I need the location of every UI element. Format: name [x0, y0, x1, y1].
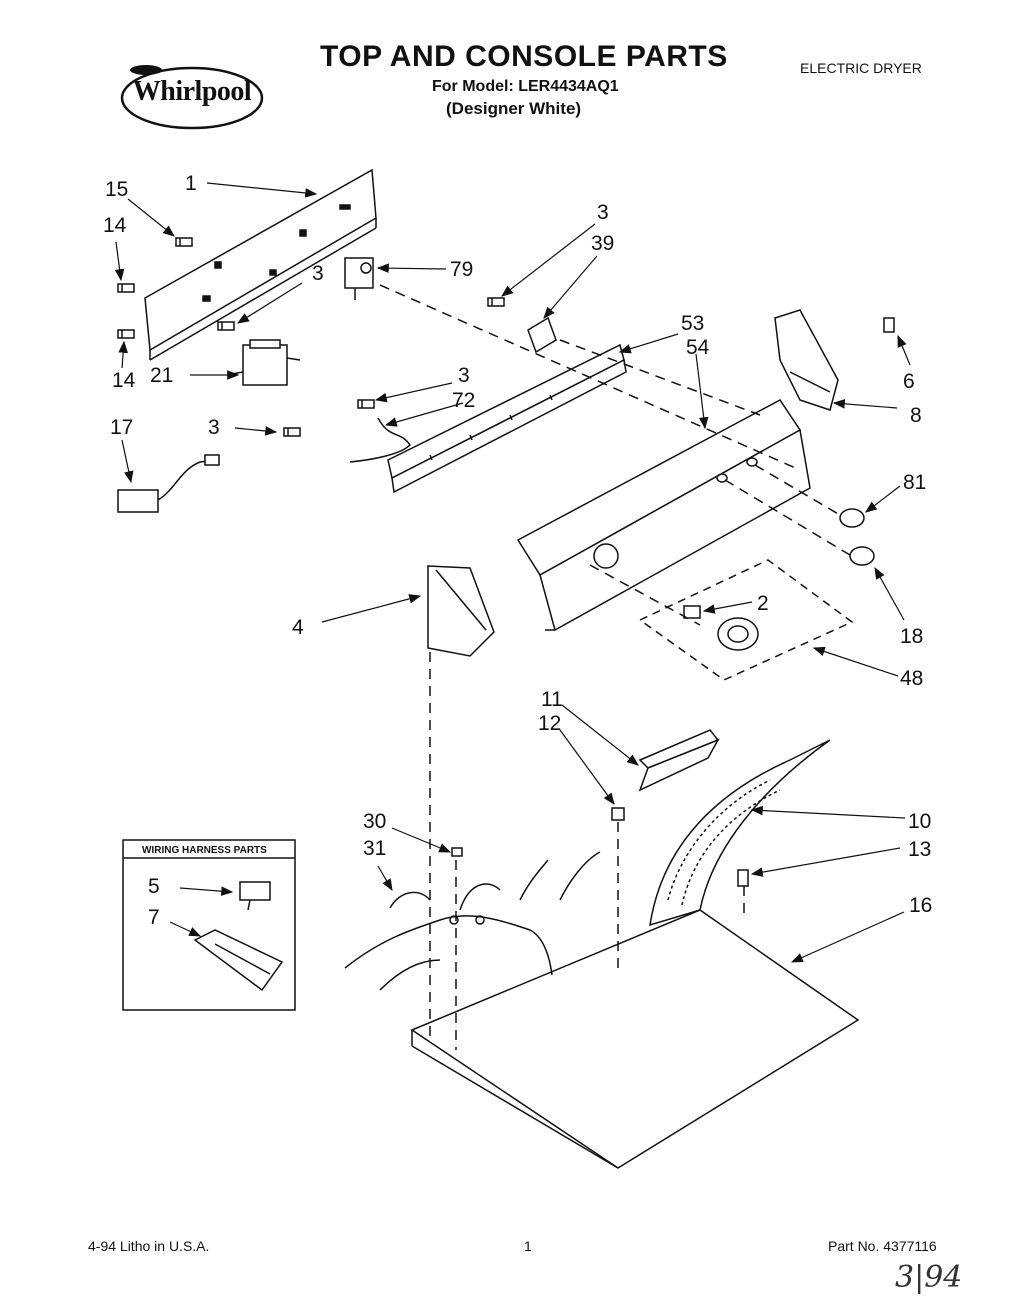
rear-panel-bracket [145, 170, 376, 360]
screw-3-bottom-left [284, 428, 300, 436]
end-cap-8 [775, 310, 838, 410]
callout-12: 12 [538, 712, 561, 735]
screw-3-left [218, 322, 234, 330]
callout-81: 81 [903, 471, 926, 494]
lint-screen-10 [650, 740, 830, 925]
wiring-harness-31 [345, 852, 600, 990]
wiring-harness-box [123, 840, 295, 1010]
callout-2: 2 [757, 592, 769, 615]
callout-10: 10 [908, 810, 931, 833]
switch-79 [345, 258, 373, 300]
callout-1: 1 [185, 172, 197, 195]
screw-14-bottom [118, 330, 134, 338]
plug-81 [840, 509, 864, 527]
callout-17: 17 [110, 416, 133, 439]
clip-30 [452, 848, 462, 856]
callout-30: 30 [363, 810, 386, 833]
terminal-block-5 [240, 882, 270, 910]
callout-15: 15 [105, 178, 128, 201]
callout-6: 6 [903, 370, 915, 393]
callout-11: 11 [541, 688, 563, 711]
screw-3-lower [358, 400, 374, 408]
callout-31: 31 [363, 837, 386, 860]
end-cap-4 [428, 566, 494, 656]
model-line: For Model: LER4434AQ1 [432, 78, 619, 95]
callout-14-bottom: 14 [112, 369, 136, 392]
footer-date-litho: 4-94 Litho in U.S.A. [88, 1238, 210, 1254]
console-bracket-53 [388, 345, 626, 492]
timer-switch-21 [232, 340, 300, 385]
page-title: TOP AND CONSOLE PARTS [320, 40, 728, 73]
footer-page-number: 1 [524, 1238, 532, 1254]
brand-name: Whirlpool [132, 76, 252, 107]
callout-3-b: 3 [208, 416, 220, 439]
callout-8: 8 [910, 404, 922, 427]
switch-39 [528, 318, 556, 352]
callout-54: 54 [686, 336, 710, 359]
wiring-box-title: WIRING HARNESS PARTS [142, 845, 267, 856]
leader-arrows [114, 183, 910, 962]
knob-clip-2 [684, 606, 700, 618]
plug-18 [850, 547, 874, 565]
knob-48 [718, 618, 758, 650]
callout-39: 39 [591, 232, 614, 255]
appliance-type: ELECTRIC DRYER [800, 60, 922, 76]
callout-48: 48 [900, 667, 923, 690]
callout-7: 7 [148, 906, 160, 929]
assembly-guide-lines [380, 285, 850, 1050]
handwritten-note: 3|94 [895, 1260, 963, 1295]
callout-4: 4 [292, 616, 304, 639]
wire-72 [350, 418, 410, 462]
callout-16: 16 [909, 894, 932, 917]
whirlpool-logo: Whirlpool [112, 58, 272, 138]
callout-5: 5 [148, 875, 160, 898]
callout-labels: 1 15 14 3 14 21 3 17 79 3 39 53 54 3 72 … [103, 172, 932, 929]
callout-53: 53 [681, 312, 704, 335]
console-panel-54 [518, 400, 810, 630]
screw-14-top [118, 284, 134, 292]
harness-plug-17 [118, 455, 219, 512]
callout-21: 21 [150, 364, 173, 387]
callout-72: 72 [452, 389, 475, 412]
screw-13 [738, 870, 748, 886]
dryer-top-16 [412, 910, 858, 1168]
callout-3-d: 3 [458, 364, 470, 387]
screw-3-mid [488, 298, 504, 306]
knob-group-box [640, 560, 852, 680]
callout-14-top: 14 [103, 214, 127, 237]
color-line: (Designer White) [446, 99, 582, 118]
callout-13: 13 [908, 838, 931, 861]
clip-12 [612, 808, 624, 820]
callout-3-a: 3 [312, 262, 324, 285]
callout-79: 79 [450, 258, 473, 281]
logo-swoosh [112, 65, 272, 138]
callout-3-c: 3 [597, 201, 609, 224]
screw-6 [884, 318, 894, 332]
screw-15 [176, 238, 192, 246]
callout-18: 18 [900, 625, 923, 648]
lint-filter-cover-11 [640, 730, 718, 790]
footer-part-number: Part No. 4377116 [828, 1238, 937, 1254]
connector-block-7 [195, 930, 282, 990]
